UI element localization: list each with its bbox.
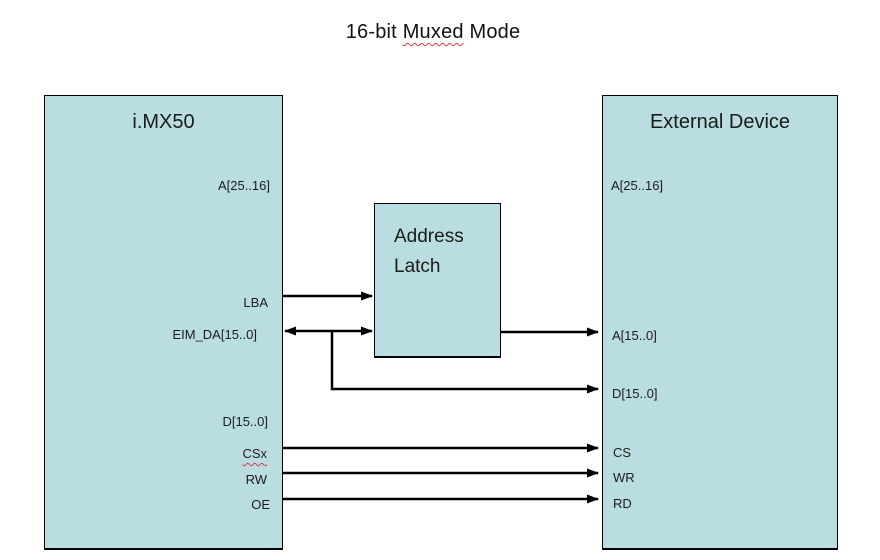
pin-ext-cs: CS bbox=[613, 445, 632, 460]
title-part1: 16-bit bbox=[345, 21, 403, 43]
pin-imx50-rw: RW bbox=[245, 472, 267, 487]
block-external-device: External Device bbox=[602, 95, 838, 550]
pin-imx50-oe: OE bbox=[251, 497, 270, 512]
diagram-title: 16-bit Muxed Mode bbox=[0, 21, 866, 44]
latch-title-line2: Latch bbox=[394, 256, 441, 277]
pin-ext-rd: RD bbox=[613, 496, 632, 511]
latch-title-line1: Address bbox=[394, 226, 464, 247]
title-part2: Mode bbox=[463, 21, 521, 43]
pin-imx50-a25-16: A[25..16] bbox=[217, 178, 270, 193]
block-imx50-title: i.MX50 bbox=[132, 111, 195, 133]
block-address-latch-title: Address Latch bbox=[394, 222, 464, 282]
pin-imx50-lba: LBA bbox=[243, 295, 268, 310]
block-imx50: i.MX50 bbox=[44, 95, 283, 550]
pin-imx50-d15-0: D[15..0] bbox=[222, 414, 268, 429]
pin-ext-a15-0: A[15..0] bbox=[612, 328, 657, 343]
pin-ext-d15-0: D[15..0] bbox=[612, 386, 658, 401]
pin-ext-a25-16: A[25..16] bbox=[611, 178, 664, 193]
misspelled-word-muxed: Muxed bbox=[402, 21, 464, 43]
pin-ext-wr: WR bbox=[613, 470, 635, 485]
pin-imx50-csx: CSx bbox=[242, 446, 267, 461]
block-external-device-title: External Device bbox=[649, 111, 791, 133]
pin-imx50-eim-da: EIM_DA[15..0] bbox=[172, 327, 257, 342]
